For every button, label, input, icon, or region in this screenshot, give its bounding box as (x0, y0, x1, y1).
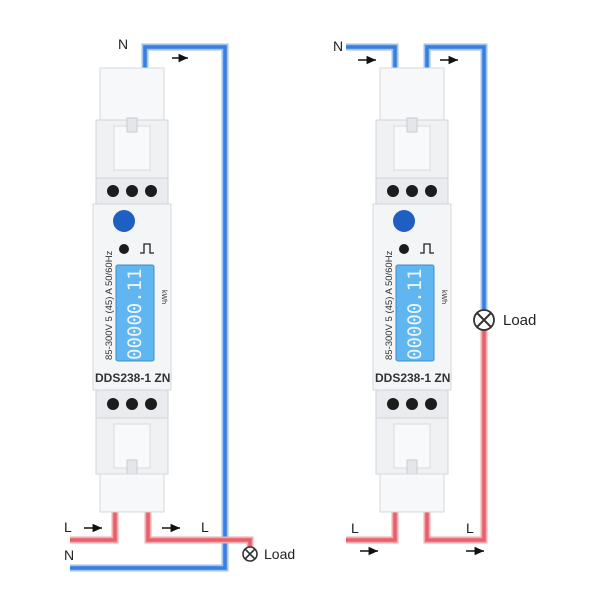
left-model-label: DDS238-1 ZN (95, 371, 170, 385)
terminal-screw-icon (425, 185, 437, 197)
right-neutral-in-wire (346, 43, 399, 68)
terminal-screw-icon (425, 398, 437, 410)
left-l-in-label: L (64, 519, 72, 535)
right-model-label: DDS238-1 ZN (375, 371, 450, 385)
pulse-led-icon (399, 244, 409, 254)
right-unit-label: kWh (440, 290, 447, 304)
right-l-out-label: L (466, 520, 474, 536)
right-spec-label: 85-300V 5 (45) A 50/60Hz (384, 250, 395, 360)
left-n-bottom-label: N (64, 547, 74, 563)
terminal-screw-icon (387, 398, 399, 410)
left-meter-button-icon (113, 210, 135, 232)
pulse-symbol-icon (140, 243, 154, 254)
right-lcd (395, 264, 435, 362)
terminal-screw-icon (406, 398, 418, 410)
right-diagram: N L L Load 00000.11 kWh 85-300V 5 (45) A… (333, 38, 536, 556)
left-n-top-label: N (118, 36, 128, 52)
left-meter: 00000.11 kWh 85-300V 5 (45) A 50/60Hz DD… (92, 67, 172, 513)
terminal-screw-icon (406, 185, 418, 197)
left-unit-label: kWh (160, 290, 167, 304)
right-neutral-out-wire (423, 43, 488, 312)
left-lcd-reading: 00000.11 (124, 268, 146, 360)
right-meter: 00000.11 kWh 85-300V 5 (45) A 50/60Hz DD… (372, 67, 452, 513)
left-line-wire (70, 512, 254, 548)
terminal-screw-icon (126, 185, 138, 197)
right-load-label: Load (503, 312, 536, 329)
right-load-lamp-icon (473, 309, 495, 331)
terminal-screw-icon (145, 398, 157, 410)
left-spec-label: 85-300V 5 (45) A 50/60Hz (104, 250, 115, 360)
left-lcd (115, 264, 155, 362)
pulse-led-icon (119, 244, 129, 254)
terminal-screw-icon (145, 185, 157, 197)
pulse-symbol-icon (420, 243, 434, 254)
left-load-label: Load (264, 546, 295, 562)
right-l-in-label: L (351, 520, 359, 536)
left-neutral-wire (70, 43, 229, 572)
right-line-wire (346, 328, 488, 544)
terminal-screw-icon (126, 398, 138, 410)
terminal-screw-icon (107, 185, 119, 197)
terminal-screw-icon (107, 398, 119, 410)
left-l-out-label: L (201, 519, 209, 535)
terminal-screw-icon (387, 185, 399, 197)
right-lcd-reading: 00000.11 (404, 268, 426, 360)
left-load-lamp-icon (242, 546, 258, 562)
left-diagram: N L L N Load 00000.11 kWh 85-300V 5 (64, 36, 295, 572)
right-n-label: N (333, 38, 343, 54)
right-meter-button-icon (393, 210, 415, 232)
